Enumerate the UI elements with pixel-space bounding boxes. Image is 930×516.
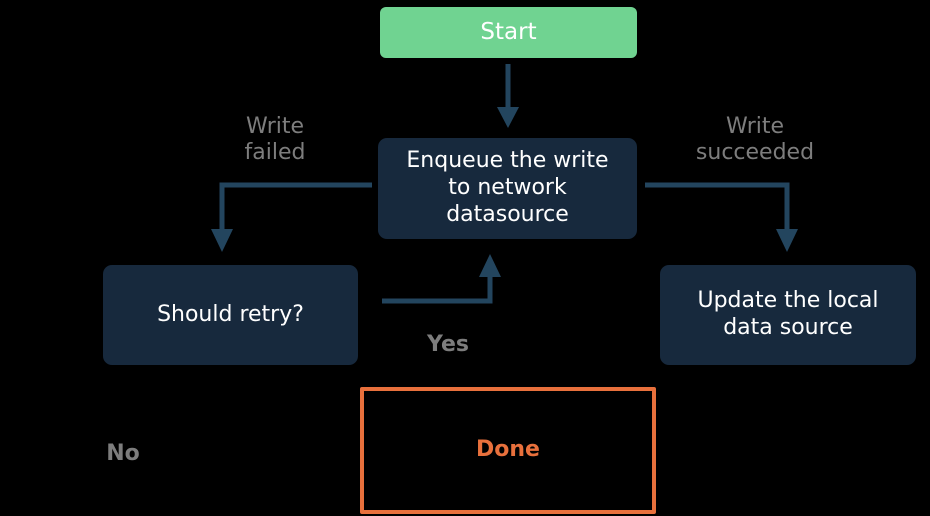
node-should-retry[interactable]: Should retry? — [103, 265, 358, 365]
arrow-retry-yes-to-enqueue — [382, 254, 501, 304]
node-start-label: Start — [480, 19, 537, 46]
node-done[interactable]: Done — [360, 387, 656, 514]
edge-label-write-failed: Write failed — [244, 114, 306, 166]
node-done-label: Done — [476, 437, 540, 463]
node-update-local-data-source-label: Update the local data source — [697, 288, 879, 340]
node-update-local-data-source[interactable]: Update the local data source — [660, 265, 916, 365]
node-start[interactable]: Start — [380, 7, 637, 58]
node-enqueue-write-label: Enqueue the write to network datasource — [406, 148, 609, 227]
edge-label-yes: Yes — [427, 332, 469, 357]
arrow-start-to-enqueue — [497, 64, 519, 128]
edge-label-write-succeeded: Write succeeded — [695, 114, 815, 166]
edge-label-no: No — [106, 441, 140, 466]
arrow-enqueue-to-retry — [211, 182, 372, 252]
node-should-retry-label: Should retry? — [157, 301, 304, 327]
arrow-enqueue-to-update — [645, 182, 798, 252]
node-enqueue-write[interactable]: Enqueue the write to network datasource — [378, 138, 637, 239]
